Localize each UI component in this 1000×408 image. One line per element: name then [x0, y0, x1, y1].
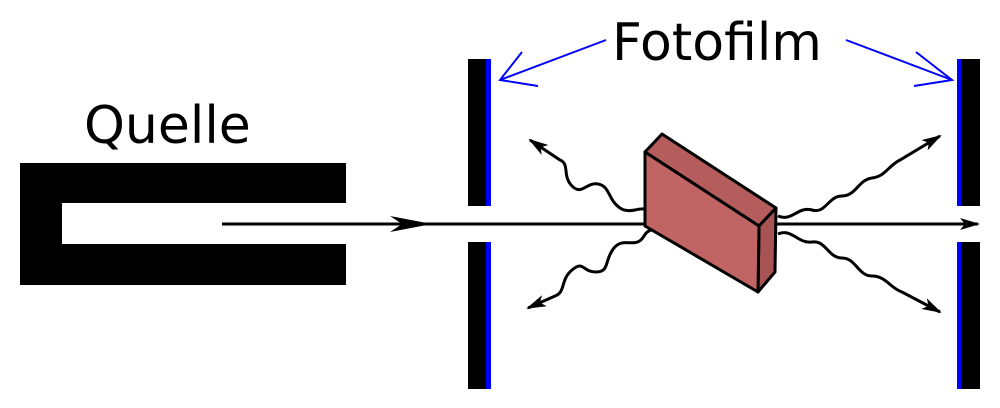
source-label: Quelle	[84, 96, 251, 156]
film-right-upper	[957, 59, 980, 206]
incident-beam	[222, 216, 690, 232]
film-leader-left	[498, 39, 607, 87]
film-leader-right	[845, 39, 955, 87]
scattered-ray-lower-right	[777, 231, 942, 314]
film-right-lower	[957, 242, 980, 389]
film-left-upper	[468, 59, 491, 206]
film-left-lower	[468, 242, 491, 389]
scattered-ray-lower-left	[526, 226, 681, 310]
crystal-sample	[643, 132, 778, 294]
source-housing	[20, 163, 346, 285]
scattered-ray-upper-right	[777, 134, 942, 219]
film-label: Fotofilm	[612, 13, 822, 73]
